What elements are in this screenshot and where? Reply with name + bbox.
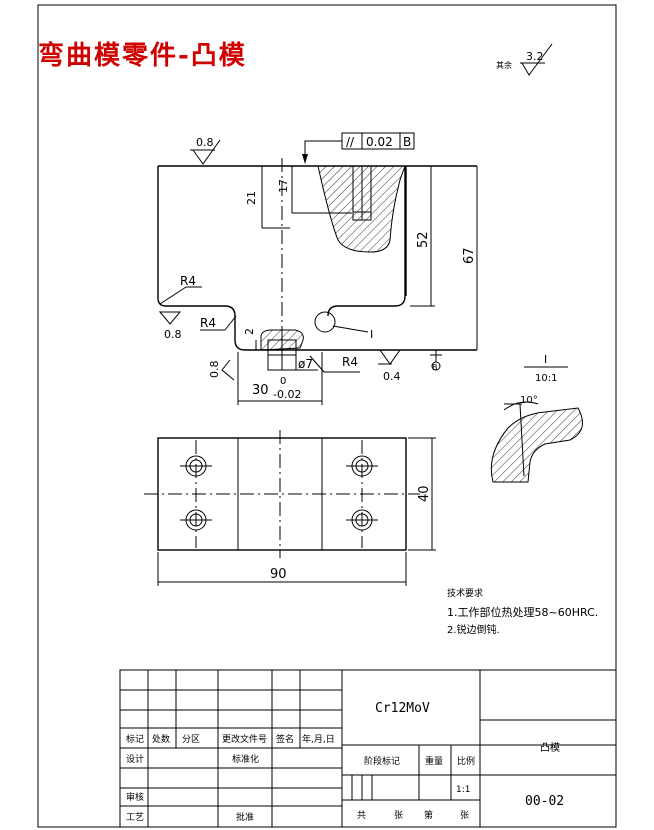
svg-text:52: 52 [416, 231, 431, 248]
title-block: 标记 处数 分区 更改文件号 签名 年,月,日 设计 标准化 审核 工艺 批准 … [119, 669, 617, 828]
svg-text:10°: 10° [520, 395, 538, 406]
svg-text:0.02: 0.02 [366, 135, 393, 149]
svg-text:0.4: 0.4 [383, 370, 401, 383]
detail-circle [314, 311, 336, 333]
svg-text:处数: 处数 [152, 733, 170, 745]
svg-text:2: 2 [243, 328, 256, 335]
svg-text:2.锐边倒钝.: 2.锐边倒钝. [447, 623, 500, 636]
svg-text:审核: 审核 [126, 791, 144, 803]
svg-text:技术要求: 技术要求 [447, 587, 483, 599]
svg-text:0.8: 0.8 [208, 361, 221, 379]
svg-text://: // [346, 135, 355, 149]
svg-text:阶段标记: 阶段标记 [364, 755, 400, 767]
svg-text:R4: R4 [342, 355, 358, 369]
bolt-hole-tr [346, 455, 378, 477]
svg-text:设计: 设计 [126, 753, 144, 765]
svg-text:30: 30 [252, 383, 269, 398]
svg-text:工艺: 工艺 [126, 812, 144, 823]
svg-text:标准化: 标准化 [232, 753, 259, 765]
svg-text:I: I [544, 353, 547, 366]
svg-text:比例: 比例 [457, 755, 475, 767]
svg-text:R4: R4 [180, 274, 196, 288]
svg-text:B: B [432, 363, 438, 372]
svg-text:张: 张 [460, 810, 469, 821]
tolerance-frame: // 0.02 B [302, 132, 415, 164]
svg-text:R4: R4 [200, 316, 216, 330]
svg-text:10:1: 10:1 [535, 373, 557, 384]
svg-text:I: I [370, 328, 373, 341]
svg-text:张: 张 [394, 810, 403, 821]
svg-text:17: 17 [277, 179, 290, 193]
svg-text:分区: 分区 [182, 734, 200, 745]
svg-text:1.工作部位热处理58~60HRC.: 1.工作部位热处理58~60HRC. [447, 605, 598, 619]
svg-text:0.8: 0.8 [164, 328, 182, 341]
svg-text:Cr12MoV: Cr12MoV [375, 701, 430, 716]
bolt-hole-tl [180, 455, 212, 477]
svg-text:67: 67 [462, 247, 477, 264]
svg-text:B: B [403, 135, 411, 149]
detail-section [490, 407, 583, 483]
bolt-hole-br [346, 509, 378, 531]
roughness-note: 其余 3.2 [496, 43, 553, 76]
svg-text:40: 40 [417, 485, 432, 502]
svg-text:标记: 标记 [126, 733, 144, 745]
svg-text:1:1: 1:1 [456, 785, 470, 795]
svg-text:批准: 批准 [236, 811, 254, 823]
svg-text:00-02: 00-02 [525, 794, 564, 809]
svg-text:0: 0 [280, 376, 286, 387]
svg-text:21: 21 [245, 191, 258, 205]
svg-text:共: 共 [357, 810, 366, 821]
svg-text:3.2: 3.2 [526, 50, 544, 63]
svg-text:其余: 其余 [496, 60, 512, 70]
svg-text:更改文件号: 更改文件号 [222, 733, 267, 745]
bolt-hole-bl [180, 509, 212, 531]
svg-text:签名: 签名 [276, 733, 294, 745]
svg-text:0.8: 0.8 [196, 136, 214, 149]
svg-text:90: 90 [270, 567, 287, 582]
svg-text:第: 第 [424, 809, 433, 821]
svg-text:凸模: 凸模 [540, 742, 560, 754]
svg-text:-0.02: -0.02 [273, 388, 301, 401]
svg-text:重量: 重量 [425, 755, 443, 767]
svg-text:年,月,日: 年,月,日 [302, 733, 335, 745]
svg-text:ø7: ø7 [298, 357, 313, 371]
drawing-title: 弯曲模零件-凸模 [38, 40, 247, 71]
